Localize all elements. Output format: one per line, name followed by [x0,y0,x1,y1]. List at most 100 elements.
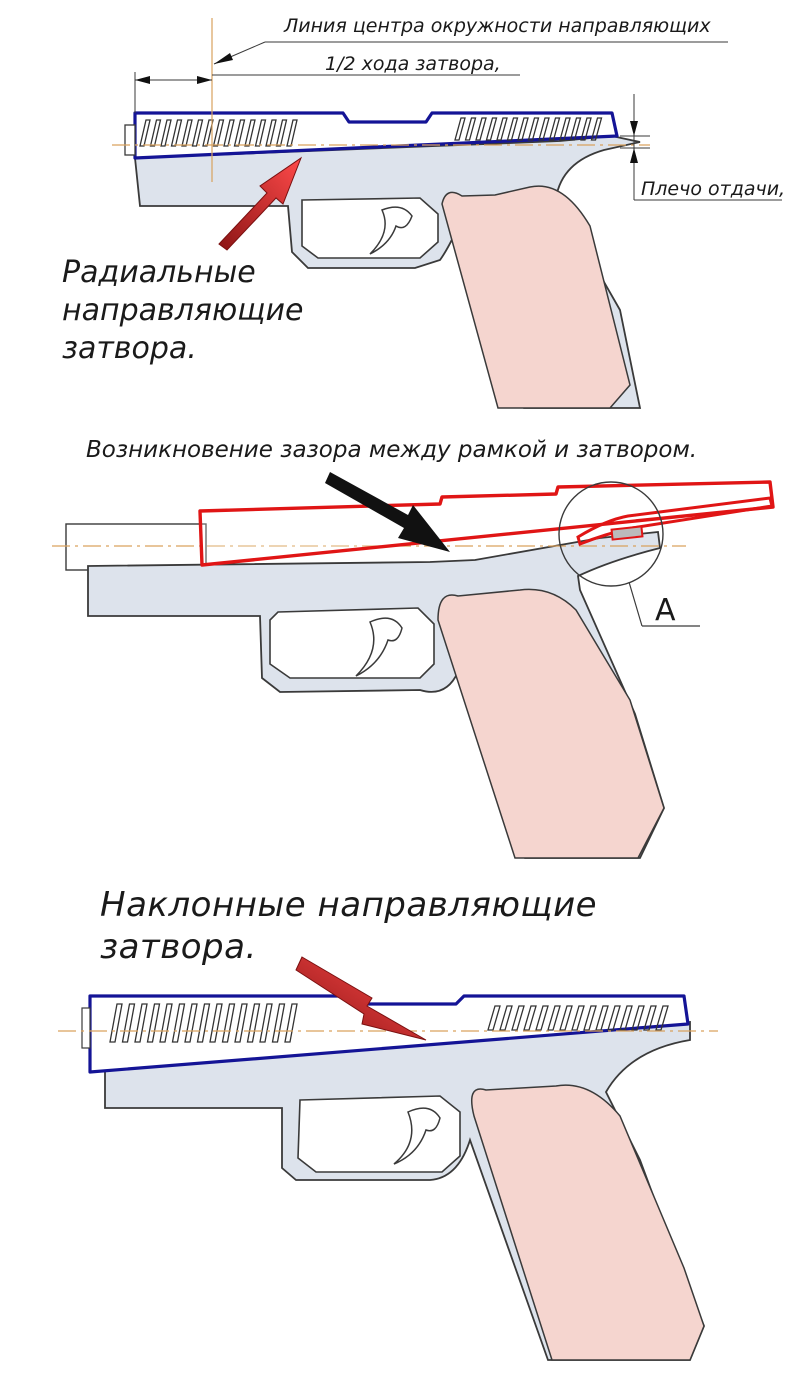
pistol-grip [437,588,665,859]
slide-outline-red-tilted [198,480,775,567]
serration-slot [284,1003,298,1043]
serration-slot [506,117,519,141]
serration-slot [590,117,603,141]
serration-slot [655,1005,669,1031]
serration-slot [233,119,246,147]
serration-slot [548,117,561,141]
serration-slot [559,117,571,141]
trigger-guard-opening [269,607,435,679]
serration-slot [547,1005,561,1031]
serration-slot [159,1003,173,1043]
serration-slot [485,117,498,141]
radial-guides-label-line3: затвора. [62,331,197,366]
serration-slot [583,1005,597,1031]
serration-slot [569,117,582,141]
serration-slot [223,119,235,147]
serration-slot [246,1003,261,1043]
serration-slot [559,1005,573,1031]
serration-slot [499,1005,513,1031]
serration-slot [580,117,592,141]
serration-slot [265,119,277,147]
serration-slot [170,119,183,147]
serration-slot [181,119,193,147]
figure-inclined-guides: Наклонные направляющие затвора. [58,885,718,1361]
serration-slot [160,119,172,147]
trigger [393,1107,441,1165]
serration-slot [487,1005,501,1031]
recoil-arm-arrow-top [630,121,638,136]
inclined-guides-label-line1: Наклонные направляющие [100,885,597,925]
center-line-label: Линия центра окружности направляющих [283,15,711,37]
center-label-arrow [214,53,233,64]
detail-circle [558,481,664,587]
serration-slot [511,1005,525,1031]
slide-lug [610,525,644,541]
serration-slot [146,1003,161,1043]
serration-slot [538,117,550,141]
barrel [65,523,207,571]
pistol-grip [441,185,631,409]
serration-slot [275,119,288,147]
serration-slot [259,1003,273,1043]
radial-guides-arrow [218,156,303,251]
serration-slot [254,119,267,147]
serration-slot [535,1005,549,1031]
serration-slot [496,117,508,141]
serration-slot [209,1003,223,1043]
trigger [355,617,403,677]
serration-slot [191,119,204,147]
slide-rail-red [576,496,774,547]
pistol-grip [471,1084,705,1361]
serration-slot [149,119,162,147]
front-serrations [109,1003,298,1043]
trigger [369,206,413,255]
half-stroke-arrow-left [135,76,150,84]
barrel-muzzle [124,124,136,156]
radial-guides-label-line2: направляющие [62,293,303,328]
serration-slot [527,117,540,141]
serration-slot [109,1003,123,1043]
serration-slot [595,1005,609,1031]
serration-slot [234,1003,248,1043]
detail-leader [628,581,643,627]
serration-slot [454,117,466,141]
recoil-arm-label: Плечо отдачи, [641,178,785,200]
serration-slot [464,117,477,141]
serration-slot [121,1003,136,1043]
serration-slot [286,119,298,147]
serration-slot [475,117,487,141]
serration-slot [571,1005,585,1031]
serration-slot [517,117,529,141]
half-stroke-arrow-right [197,76,212,84]
barrel-muzzle [81,1007,91,1049]
serration-slot [244,119,256,147]
serration-slot [619,1005,633,1031]
serration-slot [212,119,225,147]
serration-slot [271,1003,286,1043]
trigger-guard-opening [297,1095,461,1173]
serration-slot [643,1005,657,1031]
serration-slot [196,1003,211,1043]
rear-serrations [454,117,603,141]
radial-guides-label-line1: Радиальные [62,255,256,290]
serration-slot [607,1005,621,1031]
gap-arrow [325,472,450,552]
serration-slot [171,1003,186,1043]
detail-marker: А [655,593,676,628]
serration-slot [134,1003,148,1043]
slide-outline-blue [133,111,619,160]
recoil-arm-arrow-bottom [630,148,638,163]
half-stroke-label: 1/2 хода затвора, [325,53,501,75]
inclined-guides-arrow [295,956,427,1041]
serration-slot [523,1005,537,1031]
trigger-guard-opening [301,197,439,259]
rear-serrations [487,1005,669,1031]
gap-title: Возникновение зазора между рамкой и затв… [86,437,697,463]
figure-gap: Возникновение зазора между рамкой и затв… [52,437,775,859]
inclined-guides-label-line2: затвора. [100,927,257,967]
serration-slot [221,1003,236,1043]
serration-slot [631,1005,645,1031]
figure-radial-guides: Линия центра окружности направляющих 1/2… [62,15,785,409]
serration-slot [184,1003,198,1043]
